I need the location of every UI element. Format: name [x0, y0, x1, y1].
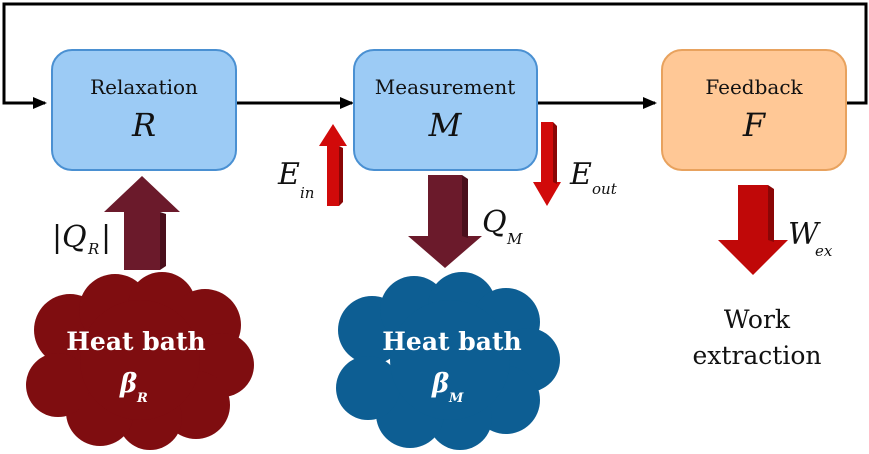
relaxation-symbol: R [131, 106, 156, 144]
relaxation-title: Relaxation [90, 75, 198, 99]
heat-bath-m-cloud: Heat bath β M [336, 272, 560, 450]
svg-text:M: M [506, 230, 523, 248]
feedback-box: Feedback F [661, 49, 847, 171]
heat-bath-m-sub: M [448, 391, 464, 406]
work-extraction-line2: extraction [693, 341, 822, 370]
e-in-arrow [319, 124, 347, 206]
feedback-symbol: F [742, 106, 767, 144]
e-out-arrow [533, 122, 561, 206]
w-ex-arrow [718, 185, 788, 275]
svg-text:E: E [569, 157, 592, 192]
svg-text:|: | [101, 220, 111, 255]
q-m-arrow [408, 175, 482, 268]
svg-text:out: out [592, 180, 618, 198]
q-m-label: Q M [482, 205, 523, 248]
q-r-label: | Q R | [52, 220, 111, 258]
svg-text:E: E [277, 157, 300, 192]
feedback-title: Feedback [705, 75, 803, 99]
svg-text:|: | [52, 220, 62, 255]
svg-text:W: W [788, 217, 821, 252]
heat-bath-m-title: Heat bath [382, 327, 521, 356]
work-extraction-line1: Work [724, 305, 791, 334]
w-ex-label: W ex [788, 217, 833, 260]
heat-bath-r-sub: R [136, 391, 148, 406]
measurement-title: Measurement [375, 75, 516, 99]
svg-text:R: R [87, 240, 99, 258]
heat-bath-r-title: Heat bath [66, 327, 205, 356]
svg-text:ex: ex [815, 242, 833, 260]
measurement-symbol: M [428, 106, 463, 144]
svg-text:Q: Q [482, 205, 507, 240]
heat-bath-r-symbol: β [119, 369, 137, 399]
relaxation-box: Relaxation R [51, 49, 237, 171]
measurement-box: Measurement M [353, 49, 538, 171]
svg-text:Q: Q [62, 220, 87, 255]
e-out-label: E out [569, 157, 618, 198]
heat-bath-r-cloud: Heat bath β R [26, 272, 254, 450]
svg-text:in: in [300, 184, 314, 202]
e-in-label: E in [277, 157, 314, 202]
heat-bath-m-symbol: β [431, 369, 449, 399]
q-r-arrow [104, 176, 180, 270]
